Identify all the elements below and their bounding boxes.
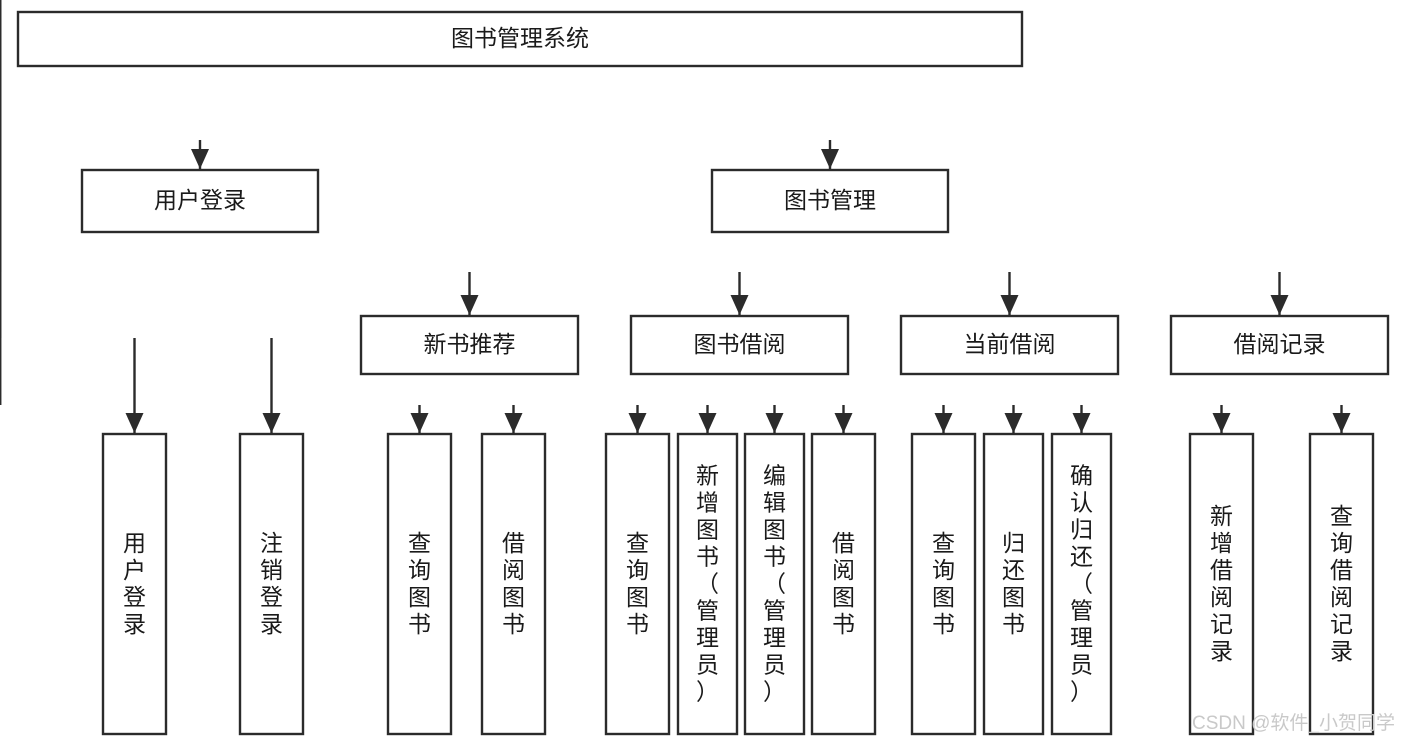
- arrow-head-icon: [504, 413, 523, 433]
- node-box-rect: [910, 432, 977, 736]
- csdn-watermark: CSDN @软件_小贺同学: [1192, 712, 1395, 734]
- node-leaf-query-books-borrow[interactable]: 查询图书: [604, 432, 671, 736]
- node-label: 用户登录: [154, 187, 246, 213]
- node-leaf-borrow-books-borrow[interactable]: 借阅图书: [810, 432, 877, 736]
- arrow-head-icon: [1072, 413, 1091, 433]
- arrow-head-icon: [1332, 413, 1351, 433]
- arrow-head-icon: [1000, 295, 1019, 315]
- node-label: 查询图书: [408, 530, 431, 637]
- node-box-rect: [676, 432, 739, 736]
- node-label: 用户登录: [123, 530, 146, 637]
- arrow-head-icon: [1212, 413, 1231, 433]
- node-new-book-recommend[interactable]: 新书推荐: [359, 314, 580, 376]
- arrow-head-icon: [410, 413, 429, 433]
- arrow-head-icon: [765, 413, 784, 433]
- node-label: 新增借阅记录: [1210, 503, 1233, 664]
- node-box-rect: [629, 314, 850, 376]
- node-box-rect: [238, 432, 305, 736]
- node-label: 查询借阅记录: [1330, 503, 1353, 664]
- node-label: 图书管理系统: [451, 25, 589, 51]
- node-label: 编辑图书（管理员）: [763, 463, 786, 705]
- arrow-head-icon: [834, 413, 853, 433]
- node-box-rect: [743, 432, 806, 736]
- node-box-rect: [480, 432, 547, 736]
- node-label: 查询图书: [932, 530, 955, 637]
- node-leaf-query-borrow-record[interactable]: 查询借阅记录: [1308, 432, 1375, 736]
- node-current-borrow[interactable]: 当前借阅: [899, 314, 1120, 376]
- arrow-head-icon: [821, 149, 839, 169]
- node-label: 图书管理: [784, 187, 876, 213]
- node-box-rect: [16, 10, 1024, 68]
- node-box-rect: [386, 432, 453, 736]
- node-label: 归还图书: [1002, 530, 1025, 637]
- node-box-rect: [604, 432, 671, 736]
- arrow-head-icon: [262, 413, 281, 433]
- node-label: 借阅记录: [1234, 331, 1326, 357]
- arrow-head-icon: [1270, 295, 1289, 315]
- arrow-head-icon: [460, 295, 479, 315]
- node-label: 借阅图书: [502, 530, 525, 637]
- node-label: 确认归还（管理员）: [1070, 463, 1093, 705]
- node-leaf-edit-book-admin[interactable]: 编辑图书（管理员）: [743, 432, 806, 736]
- connectors-layer: [0, 0, 1351, 433]
- node-book-borrow[interactable]: 图书借阅: [629, 314, 850, 376]
- node-box-rect: [810, 432, 877, 736]
- node-box-rect: [710, 168, 950, 234]
- node-label: 新书推荐: [424, 331, 516, 357]
- arrow-head-icon: [125, 413, 144, 433]
- node-box-rect: [359, 314, 580, 376]
- node-user-login[interactable]: 用户登录: [80, 168, 320, 234]
- arrow-head-icon: [730, 295, 749, 315]
- node-box-rect: [1188, 432, 1255, 736]
- node-box-rect: [1308, 432, 1375, 736]
- node-box-rect: [80, 168, 320, 234]
- node-leaf-return-books[interactable]: 归还图书: [982, 432, 1045, 736]
- node-box-rect: [1169, 314, 1390, 376]
- arrow-head-icon: [698, 413, 717, 433]
- arrow-head-icon: [1004, 413, 1023, 433]
- node-box-rect: [982, 432, 1045, 736]
- node-label: 查询图书: [626, 530, 649, 637]
- node-leaf-confirm-return-admin[interactable]: 确认归还（管理员）: [1050, 432, 1113, 736]
- arrow-head-icon: [191, 149, 209, 169]
- node-box-rect: [899, 314, 1120, 376]
- node-label: 当前借阅: [964, 331, 1056, 357]
- nodes-layer: 图书管理系统用户登录图书管理新书推荐图书借阅当前借阅借阅记录用户登录注销登录查询…: [16, 10, 1390, 736]
- node-borrow-records[interactable]: 借阅记录: [1169, 314, 1390, 376]
- node-book-management[interactable]: 图书管理: [710, 168, 950, 234]
- node-leaf-query-books-current[interactable]: 查询图书: [910, 432, 977, 736]
- node-box-rect: [1050, 432, 1113, 736]
- node-leaf-add-borrow-record[interactable]: 新增借阅记录: [1188, 432, 1255, 736]
- node-label: 借阅图书: [832, 530, 855, 637]
- node-box-rect: [101, 432, 168, 736]
- arrow-head-icon: [934, 413, 953, 433]
- node-label: 注销登录: [260, 530, 283, 637]
- node-root[interactable]: 图书管理系统: [16, 10, 1024, 68]
- arrow-head-icon: [628, 413, 647, 433]
- node-label: 新增图书（管理员）: [696, 463, 719, 705]
- node-leaf-user-login[interactable]: 用户登录: [101, 432, 168, 736]
- node-leaf-borrow-books-recommend[interactable]: 借阅图书: [480, 432, 547, 736]
- node-label: 图书借阅: [694, 331, 786, 357]
- node-leaf-add-book-admin[interactable]: 新增图书（管理员）: [676, 432, 739, 736]
- node-leaf-logout[interactable]: 注销登录: [238, 432, 305, 736]
- node-leaf-query-books-recommend[interactable]: 查询图书: [386, 432, 453, 736]
